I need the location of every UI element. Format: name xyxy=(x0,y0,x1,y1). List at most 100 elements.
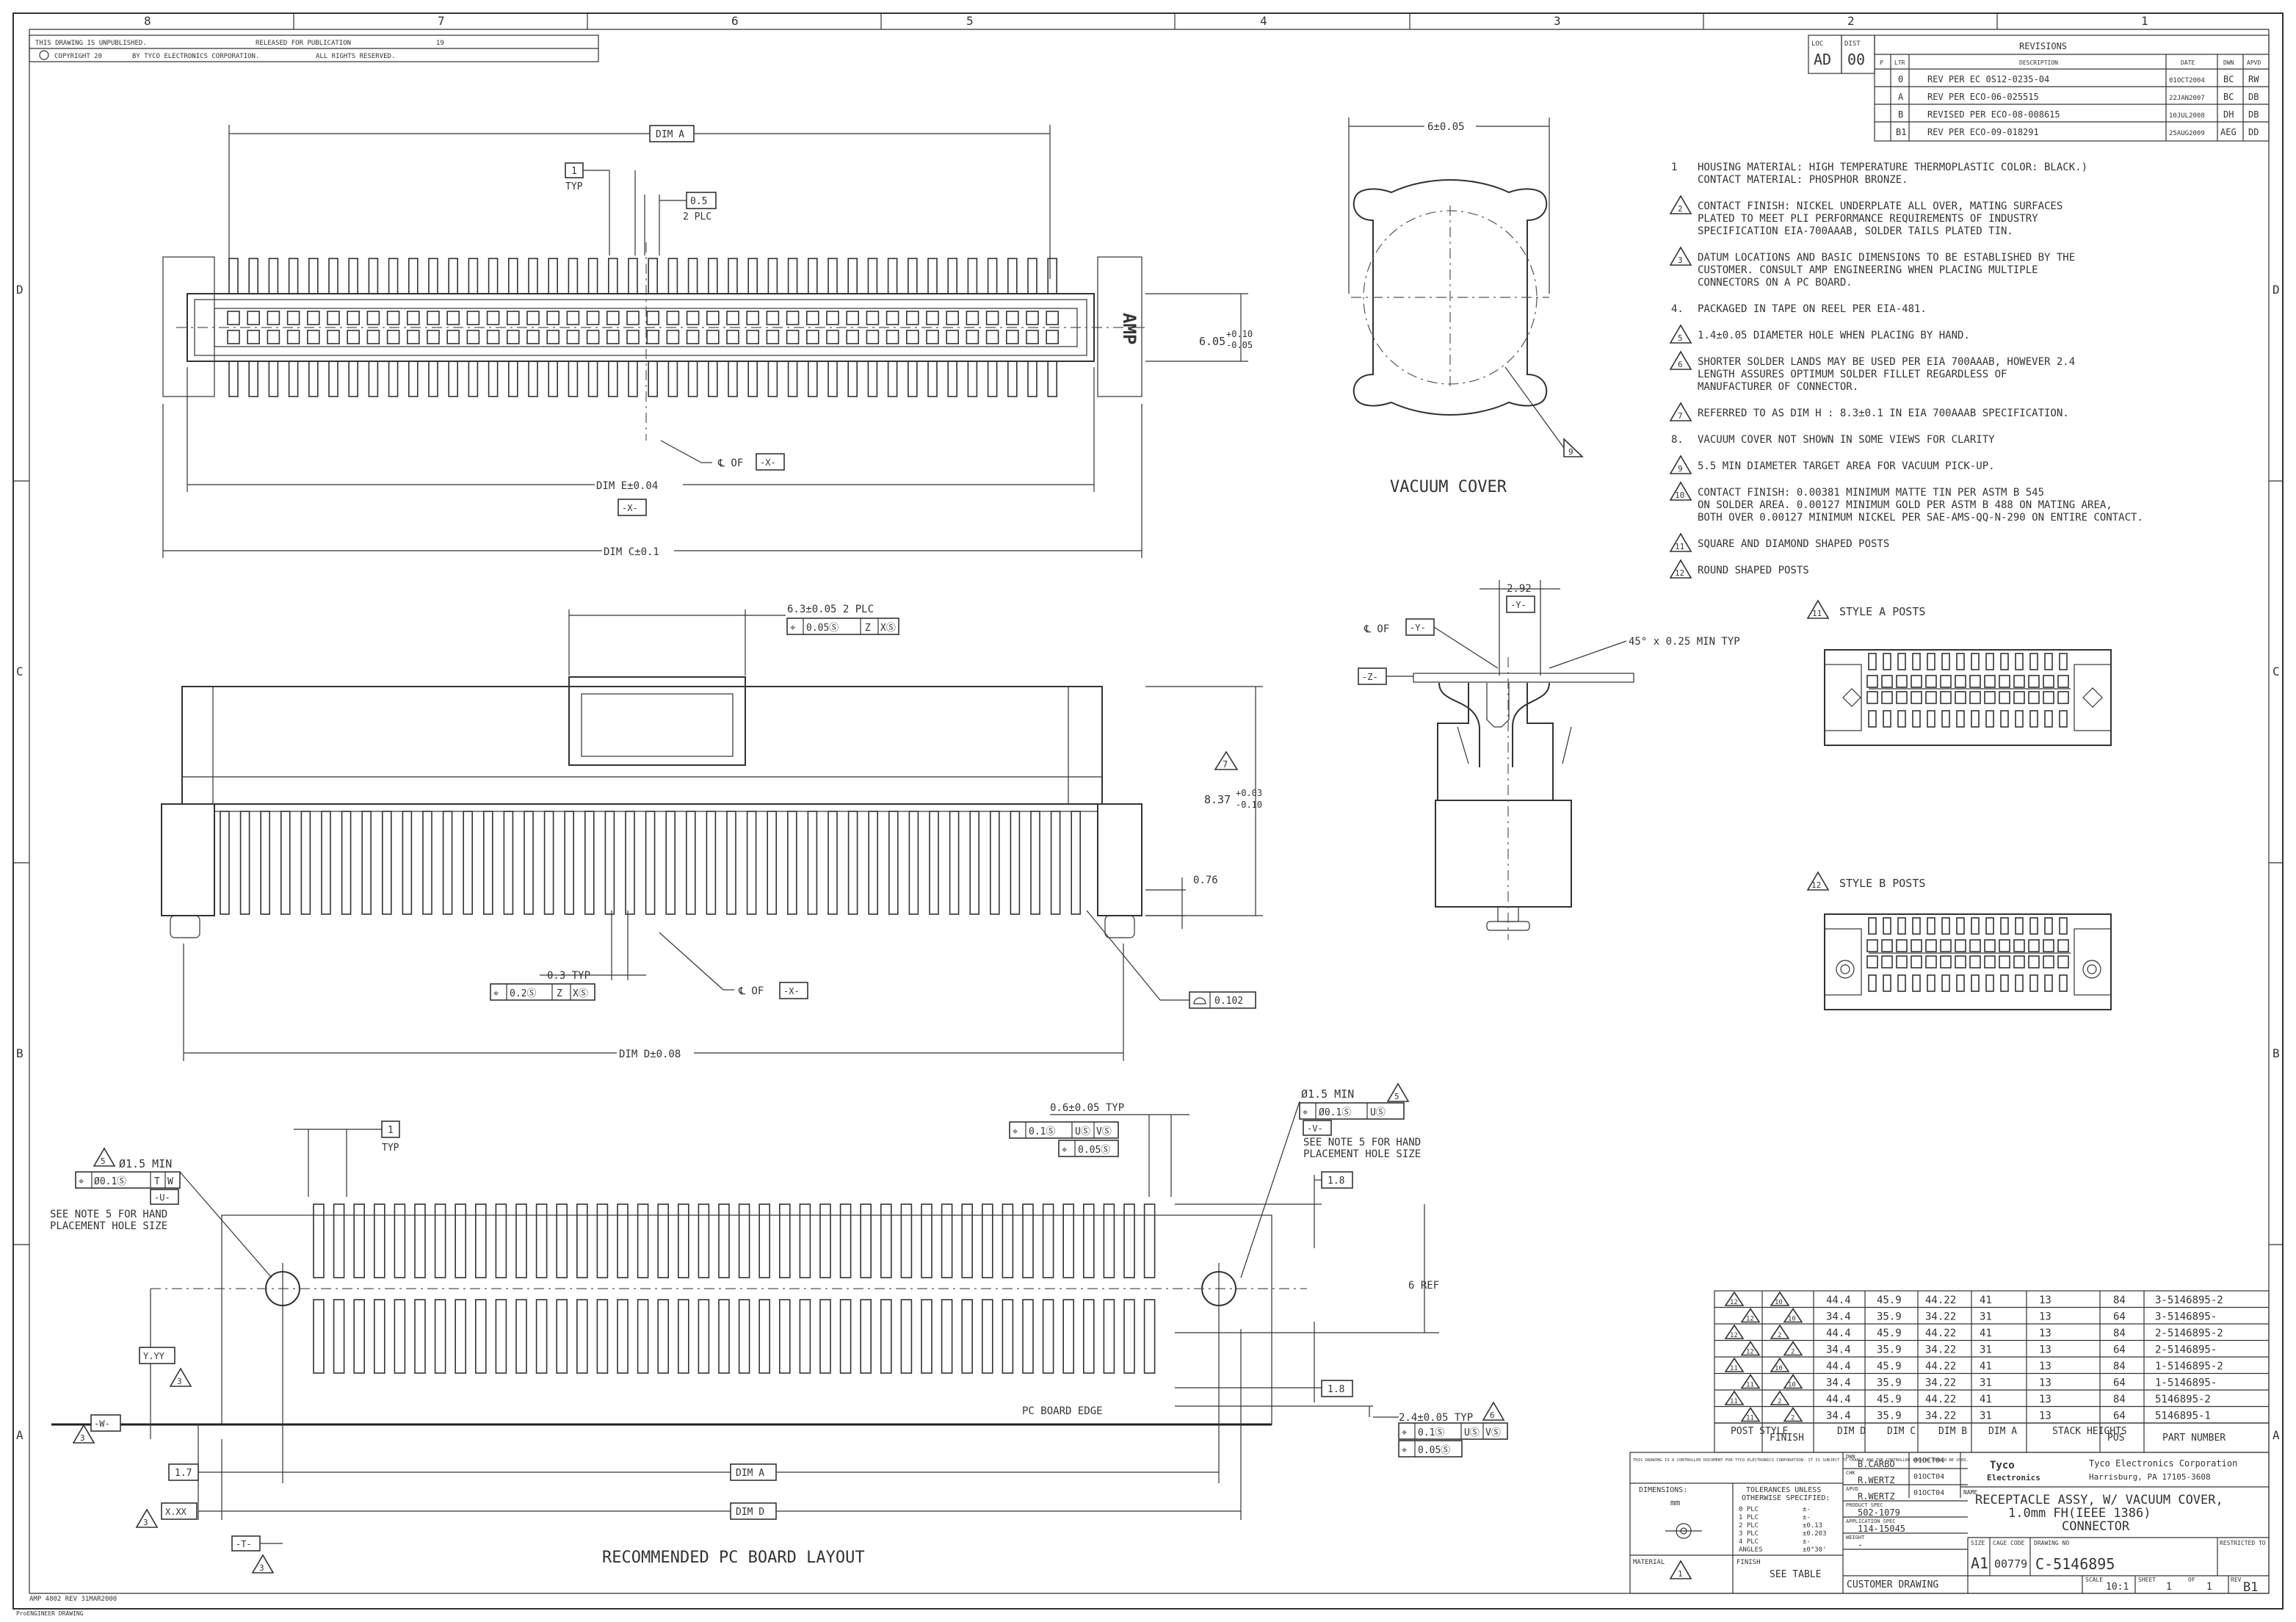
svg-text:-0.10: -0.10 xyxy=(1236,800,1262,810)
svg-text:COPYRIGHT 20: COPYRIGHT 20 xyxy=(54,53,102,60)
post-contact xyxy=(2044,653,2053,670)
solder-pad xyxy=(819,1299,831,1374)
solder-pad xyxy=(1083,1299,1095,1374)
contact-window xyxy=(506,311,520,325)
svg-text:10:1: 10:1 xyxy=(2106,1582,2129,1593)
svg-text:-0.05: -0.05 xyxy=(1226,340,1253,350)
note-line: SPECIFICATION EIA-700AAAB, SOLDER TAILS … xyxy=(1698,225,2013,237)
post-contact xyxy=(2059,710,2068,728)
contact-window xyxy=(626,330,640,344)
solder-pad xyxy=(779,1299,791,1374)
svg-text:P: P xyxy=(1880,59,1883,66)
contact-tail xyxy=(328,258,338,294)
solder-pad xyxy=(698,1299,710,1374)
svg-text:B: B xyxy=(16,1046,23,1060)
svg-text:00779: 00779 xyxy=(1994,1557,2027,1571)
solder-pad xyxy=(535,1203,548,1278)
contact-window xyxy=(766,330,780,344)
svg-text:6: 6 xyxy=(1490,1411,1495,1420)
contact-window xyxy=(267,311,280,325)
post-window xyxy=(2057,955,2069,969)
solder-pad xyxy=(839,1299,852,1374)
svg-text:BC: BC xyxy=(2223,92,2234,102)
contact-tail xyxy=(728,258,738,294)
contact-tail xyxy=(687,361,698,397)
contact-tail xyxy=(947,258,957,294)
contact-leg xyxy=(767,811,777,915)
post-contact xyxy=(1971,710,1980,728)
solder-pad xyxy=(434,1299,446,1374)
solder-pad xyxy=(1002,1203,1014,1278)
contact-window xyxy=(1046,330,1059,344)
post-window xyxy=(2057,691,2069,704)
contact-window xyxy=(666,311,680,325)
solder-pad xyxy=(353,1203,366,1278)
solder-pad xyxy=(1042,1203,1054,1278)
svg-text:THIS DRAWING IS A CONTROLLED D: THIS DRAWING IS A CONTROLLED DOCUMENT FO… xyxy=(1633,1458,1969,1463)
svg-text:THIS DRAWING IS UNPUBLISHED.: THIS DRAWING IS UNPUBLISHED. xyxy=(35,40,147,47)
contact-tail xyxy=(248,361,259,397)
solder-pad xyxy=(394,1299,406,1374)
solder-pad xyxy=(474,1203,487,1278)
svg-text:PC BOARD EDGE: PC BOARD EDGE xyxy=(1022,1405,1103,1417)
svg-text:⌖: ⌖ xyxy=(1013,1126,1018,1137)
finish-flag-icon xyxy=(1770,1324,1790,1339)
post-window xyxy=(1955,691,1966,704)
contact-window xyxy=(386,330,400,344)
contact-window xyxy=(1046,311,1059,325)
contact-leg xyxy=(827,811,838,915)
col-post-style: POST STYLE xyxy=(1731,1426,1788,1437)
svg-text:2: 2 xyxy=(1778,1332,1781,1339)
svg-text:Tyco Electronics Corporation: Tyco Electronics Corporation xyxy=(2089,1458,2237,1469)
contact-leg xyxy=(807,811,818,915)
tolerance-value: ±- xyxy=(1803,1538,1811,1546)
contact-window xyxy=(926,330,939,344)
svg-text:0.05Ⓢ: 0.05Ⓢ xyxy=(806,623,839,634)
svg-text:-T-: -T- xyxy=(236,1539,252,1549)
svg-text:LOC: LOC xyxy=(1811,40,1823,48)
table-cell: 41 xyxy=(1980,1361,1992,1372)
footer-software: ProENGINEER DRAWING xyxy=(16,1610,84,1617)
contact-leg xyxy=(543,811,554,915)
table-cell: 31 xyxy=(1980,1377,1992,1389)
contact-tail xyxy=(587,361,598,397)
svg-text:+0.10: +0.10 xyxy=(1226,329,1253,339)
contact-tail xyxy=(408,361,419,397)
solder-pad xyxy=(677,1203,689,1278)
svg-text:AD: AD xyxy=(1814,51,1831,68)
svg-text:B: B xyxy=(1898,109,1903,120)
contact-tail xyxy=(228,258,239,294)
note-flag-icon xyxy=(1669,455,1692,474)
svg-text:RW: RW xyxy=(2248,74,2259,84)
svg-text:1: 1 xyxy=(571,166,577,177)
contact-window xyxy=(1026,330,1039,344)
contact-leg xyxy=(787,811,797,915)
table-cell: 35.9 xyxy=(1877,1311,1902,1323)
contact-tail xyxy=(507,258,518,294)
table-cell: 34.4 xyxy=(1826,1344,1851,1356)
svg-text:01OCT04: 01OCT04 xyxy=(1913,1473,1944,1481)
post-contact xyxy=(2015,917,2024,935)
svg-text:11: 11 xyxy=(1675,542,1684,551)
svg-text:9: 9 xyxy=(1568,447,1573,457)
note-line: REFERRED TO AS DIM H : 8.3±0.1 IN EIA 70… xyxy=(1698,408,2069,419)
fcf-pcb-right: ⌖ Ø0.1Ⓢ UⓈ xyxy=(1299,1102,1405,1120)
post-contact xyxy=(1927,653,1935,670)
table-cell: 1-5146895- xyxy=(2155,1377,2217,1389)
svg-text:C: C xyxy=(16,665,23,678)
svg-text:⌖: ⌖ xyxy=(1062,1145,1068,1156)
contact-leg xyxy=(645,811,656,915)
finish-flag-icon xyxy=(1770,1390,1790,1405)
contact-leg xyxy=(584,811,595,915)
table-cell: 34.4 xyxy=(1826,1311,1851,1323)
contact-tail xyxy=(308,258,319,294)
svg-text:BC: BC xyxy=(2223,74,2234,84)
contact-tail xyxy=(507,361,518,397)
solder-pad xyxy=(1062,1299,1074,1374)
post-contact xyxy=(1897,917,1906,935)
contact-leg xyxy=(239,811,250,915)
solder-pad xyxy=(921,1203,932,1278)
post-contact xyxy=(1956,974,1965,992)
